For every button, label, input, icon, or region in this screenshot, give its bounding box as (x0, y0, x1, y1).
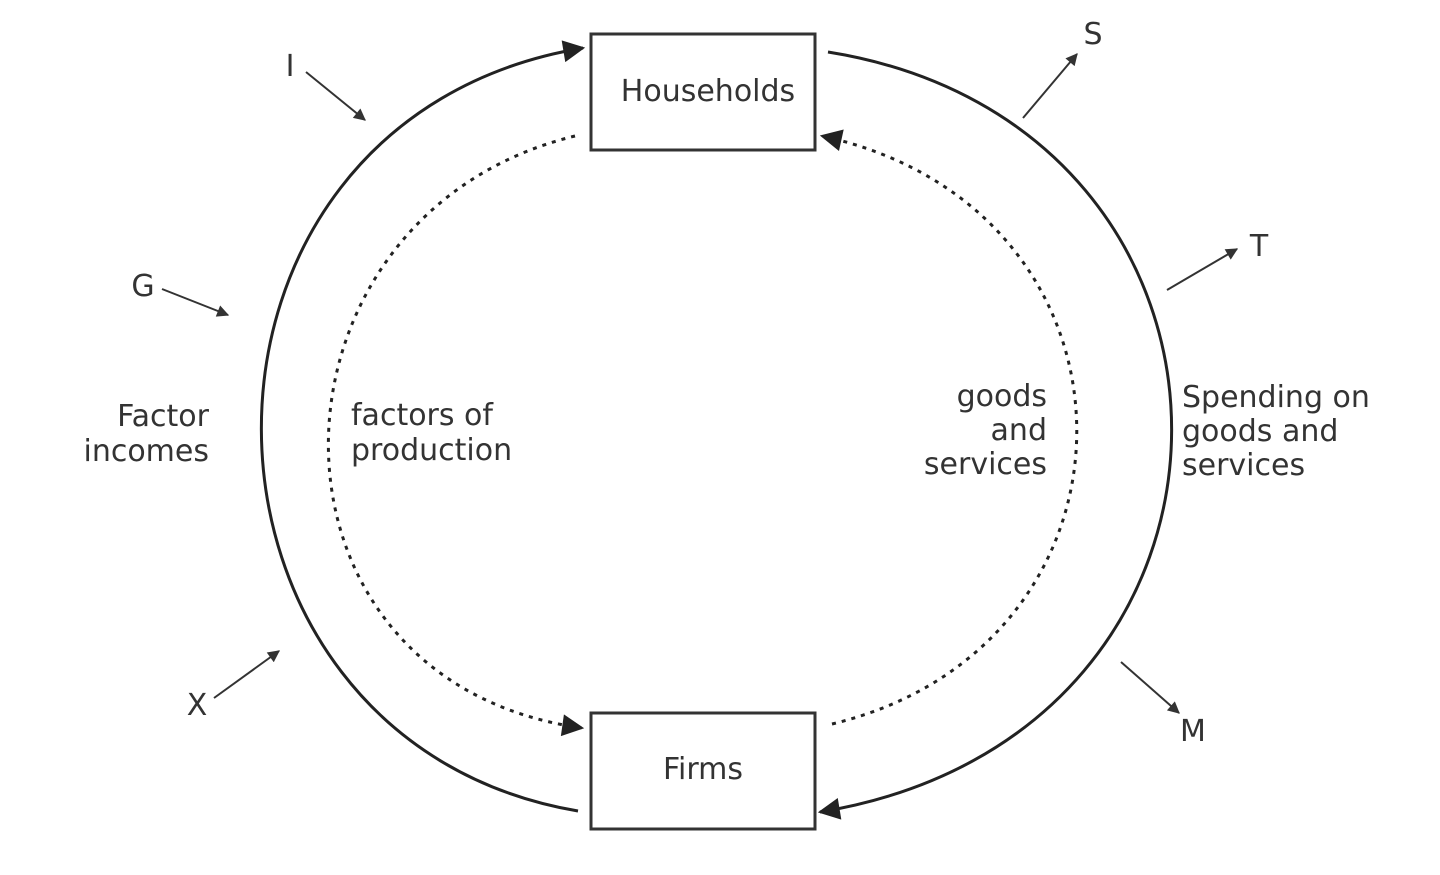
goods-and-services-label: goods and services (924, 379, 1047, 482)
factors-of-production-label: factors of production (351, 398, 512, 468)
savings-letter: S (1083, 17, 1102, 52)
goods-and-services-line-1: goods (957, 379, 1047, 414)
factors-of-production-line-1: factors of (351, 398, 494, 433)
households-box (589, 32, 817, 152)
spending-label: Spending on goods and services (1182, 380, 1370, 483)
factor-incomes-line-2: incomes (83, 434, 209, 469)
firms-label: Firms (663, 752, 743, 787)
firms-node: Firms (589, 711, 817, 831)
exports-letter: X (187, 688, 208, 723)
investment-letter: I (286, 49, 295, 84)
factors-of-production-line-2: production (351, 433, 512, 468)
goods-and-services-line-3: services (924, 447, 1047, 482)
imports-letter: M (1180, 714, 1206, 749)
imports-withdrawal-arrow (1120, 661, 1180, 714)
spending-flow-line (817, 50, 1174, 820)
households-node: Households (589, 32, 817, 152)
taxes-letter: T (1249, 229, 1269, 264)
households-label: Households (621, 74, 795, 109)
firms-box (589, 711, 817, 831)
goods-and-services-line-2: and (991, 413, 1047, 448)
spending-line-2: goods and (1182, 414, 1338, 449)
exports-injection-arrow (213, 650, 280, 699)
government-letter: G (131, 269, 154, 304)
factor-incomes-label: Factor incomes (83, 399, 209, 469)
investment-injection-arrow (305, 71, 366, 121)
government-injection-arrow (161, 288, 230, 317)
spending-line-1: Spending on (1182, 380, 1370, 415)
taxes-withdrawal-arrow (1166, 248, 1239, 291)
spending-line-3: services (1182, 448, 1305, 483)
savings-withdrawal-arrow (1022, 53, 1078, 119)
factor-incomes-flow-line (260, 40, 586, 813)
factor-incomes-line-1: Factor (117, 399, 209, 434)
